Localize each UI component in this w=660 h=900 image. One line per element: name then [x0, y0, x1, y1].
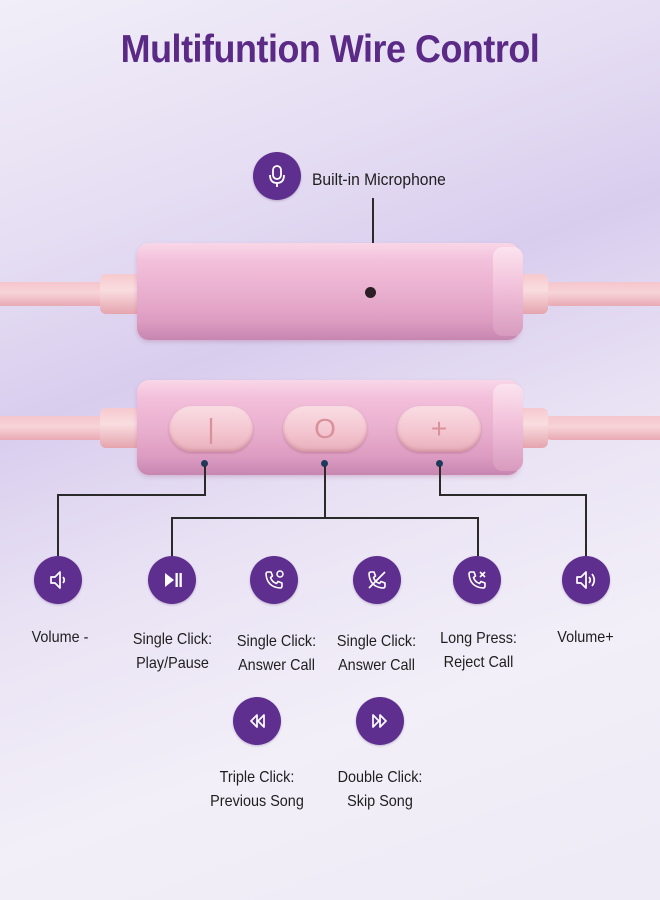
previous-song-label: Triple Click: Previous Song — [210, 769, 304, 810]
volume-down-button[interactable]: | — [169, 406, 253, 452]
fast-forward-icon — [372, 714, 387, 728]
hangup-call-label: Single Click: Answer Call — [336, 633, 417, 674]
reject-call-label: Long Press: Reject Call — [440, 630, 517, 671]
phone-reject-icon — [468, 571, 486, 589]
microphone-hole — [365, 287, 376, 298]
volume-down-dot — [201, 460, 208, 467]
speaker-low-icon — [50, 571, 66, 589]
phone-hangup-icon — [368, 571, 386, 589]
volume-up-line — [585, 494, 587, 556]
microphone-unit-end — [493, 247, 523, 336]
page-title: Multifuntion Wire Control — [120, 28, 540, 71]
volume-up-button[interactable]: + — [397, 406, 481, 452]
multifunction-button[interactable]: O — [283, 406, 367, 452]
upper-collar-left — [100, 274, 142, 314]
upper-cable-right — [540, 282, 660, 306]
multifunction-line — [477, 517, 479, 556]
control-unit-end — [493, 384, 523, 471]
volume-down-label: Volume - — [31, 629, 89, 646]
lower-cable-right — [540, 416, 660, 440]
previous-song-badge — [233, 697, 281, 745]
lower-collar-left — [100, 408, 142, 448]
answer-call-label: Single Click: Answer Call — [236, 633, 317, 674]
volume-up-line — [439, 494, 587, 496]
skip-song-badge — [356, 697, 404, 745]
volume-down-line — [57, 494, 59, 556]
play-pause-icon — [165, 573, 182, 587]
answer-call-badge — [250, 556, 298, 604]
volume-down-line — [204, 466, 206, 495]
microphone-label: Built-in Microphone — [312, 170, 446, 189]
volume-down-badge — [34, 556, 82, 604]
play-pause-label: Single Click: Play/Pause — [132, 631, 213, 672]
multifunction-line — [324, 466, 326, 518]
speaker-high-icon — [576, 571, 596, 589]
volume-up-line — [439, 466, 441, 495]
volume-up-dot — [436, 460, 443, 467]
multifunction-line — [171, 517, 173, 556]
multifunction-line — [171, 517, 479, 519]
phone-answer-icon — [265, 570, 284, 589]
microphone-pointer-line — [372, 198, 374, 254]
hangup-call-badge — [353, 556, 401, 604]
microphone-badge — [253, 152, 301, 200]
play-pause-badge — [148, 556, 196, 604]
microphone-unit — [137, 243, 520, 340]
volume-down-line — [57, 494, 206, 496]
multifunction-dot — [321, 460, 328, 467]
reject-call-badge — [453, 556, 501, 604]
microphone-icon — [269, 165, 285, 187]
rewind-icon — [250, 714, 265, 728]
skip-song-label: Double Click: Skip Song — [337, 769, 423, 810]
volume-up-label: Volume+ — [557, 629, 614, 646]
volume-up-badge — [562, 556, 610, 604]
